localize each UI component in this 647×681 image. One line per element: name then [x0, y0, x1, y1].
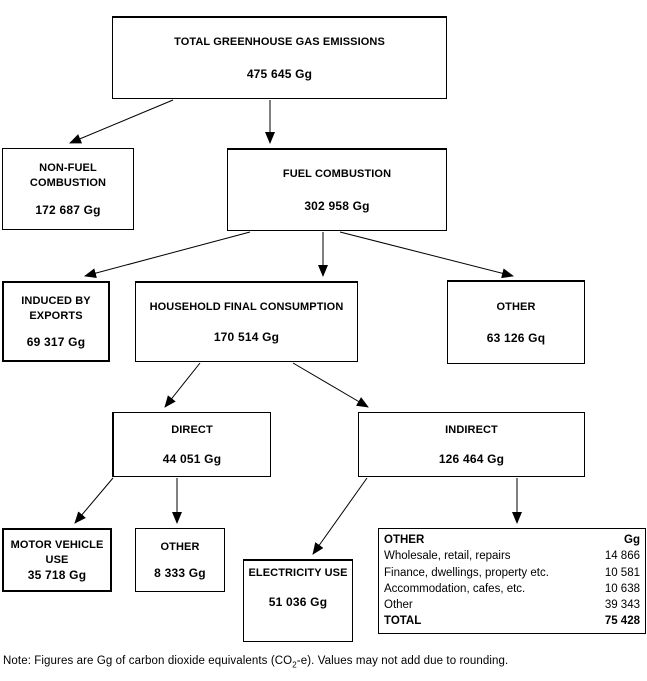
node-value: 63 126 Gq [486, 330, 546, 345]
node-other-fuel: OTHER 63 126 Gq [447, 280, 585, 364]
table-row: Finance, dwellings, property etc. 10 581 [384, 565, 640, 581]
table-total-row: TOTAL 75 428 [384, 613, 640, 629]
node-label: OTHER [496, 301, 536, 314]
node-value: 69 317 Gg [26, 334, 86, 349]
table-row-label: Accommodation, cafes, etc. [384, 582, 526, 595]
footnote-text-start: Note: Figures are Gg of carbon dioxide e… [3, 655, 293, 667]
node-value: 44 051 Gg [162, 451, 222, 466]
table-header-row: OTHER Gg [384, 532, 640, 548]
node-label: ELECTRICITY USE [248, 567, 348, 579]
node-value: 170 514 Gg [213, 330, 280, 345]
node-value: 475 645 Gg [246, 66, 313, 81]
footnote-text-end: -e). Values may not add due to rounding. [296, 655, 509, 667]
connector-fuel-to-other [339, 231, 514, 279]
footnote: Note: Figures are Gg of carbon dioxide e… [3, 655, 643, 669]
node-label: MOTOR VEHICLE USE [10, 539, 104, 566]
node-label: HOUSEHOLD FINAL CONSUMPTION [149, 300, 344, 313]
node-direct: DIRECT 44 051 Gg [112, 412, 271, 477]
node-induced-by-exports: INDUCED BY EXPORTS 69 317 Gg [2, 281, 110, 362]
node-value: 302 958 Gg [304, 198, 370, 213]
table-row: Wholesale, retail, repairs 14 866 [384, 548, 640, 564]
table-row-value: 39 343 [604, 599, 640, 612]
table-row-value: 14 866 [604, 550, 640, 563]
node-label: DIRECT [171, 424, 213, 437]
node-label: INDIRECT [445, 424, 498, 437]
node-fuel-combustion: FUEL COMBUSTION 302 958 Gg [227, 148, 447, 231]
other-indirect-breakdown-table: OTHER Gg Wholesale, retail, repairs 14 8… [378, 528, 646, 634]
node-value: 8 333 Gg [154, 566, 206, 581]
node-electricity-use: ELECTRICITY USE 51 036 Gg [243, 559, 353, 642]
footnote-subscript: 2 [292, 660, 297, 670]
table-header-unit: Gg [624, 534, 640, 546]
table-row-value: 10 638 [604, 582, 640, 595]
table-row: Other 39 343 [384, 597, 640, 613]
node-indirect: INDIRECT 126 464 Gg [358, 412, 585, 477]
table-total-value: 75 428 [604, 615, 640, 628]
connector-direct-to-motor [74, 477, 114, 524]
node-label: TOTAL GREENHOUSE GAS EMISSIONS [174, 36, 385, 49]
node-label: OTHER [160, 540, 200, 553]
node-value: 51 036 Gg [268, 595, 328, 610]
node-value: 126 464 Gg [438, 451, 505, 466]
node-non-fuel-combustion: NON-FUEL COMBUSTION 172 687 Gg [2, 148, 134, 230]
table-row-value: 10 581 [604, 566, 640, 579]
node-label: FUEL COMBUSTION [282, 168, 392, 181]
table-row-label: Other [384, 599, 413, 612]
table-row-label: Finance, dwellings, property etc. [384, 566, 549, 579]
node-label: INDUCED BY EXPORTS [21, 295, 91, 322]
node-other-direct: OTHER 8 333 Gg [135, 528, 225, 592]
node-total-emissions: TOTAL GREENHOUSE GAS EMISSIONS 475 645 G… [112, 16, 447, 99]
node-motor-vehicle-use: MOTOR VEHICLE USE 35 718 Gg [2, 528, 112, 592]
connector-household-to-direct [164, 362, 201, 408]
node-value: 172 687 Gg [35, 202, 101, 217]
node-label: NON-FUEL COMBUSTION [29, 162, 107, 189]
table-row: Accommodation, cafes, etc. 10 638 [384, 581, 640, 597]
table-header-label: OTHER [384, 534, 425, 546]
connector-indirect-to-electricity [312, 477, 368, 555]
node-household-final-consumption: HOUSEHOLD FINAL CONSUMPTION 170 514 Gg [135, 281, 358, 362]
table-row-label: Wholesale, retail, repairs [384, 550, 511, 563]
table-total-label: TOTAL [384, 615, 422, 628]
node-value: 35 718 Gg [27, 567, 87, 582]
connector-total-to-nonfuel [69, 99, 174, 144]
connector-household-to-indirect [292, 362, 369, 408]
connector-fuel-to-exports [84, 231, 251, 278]
